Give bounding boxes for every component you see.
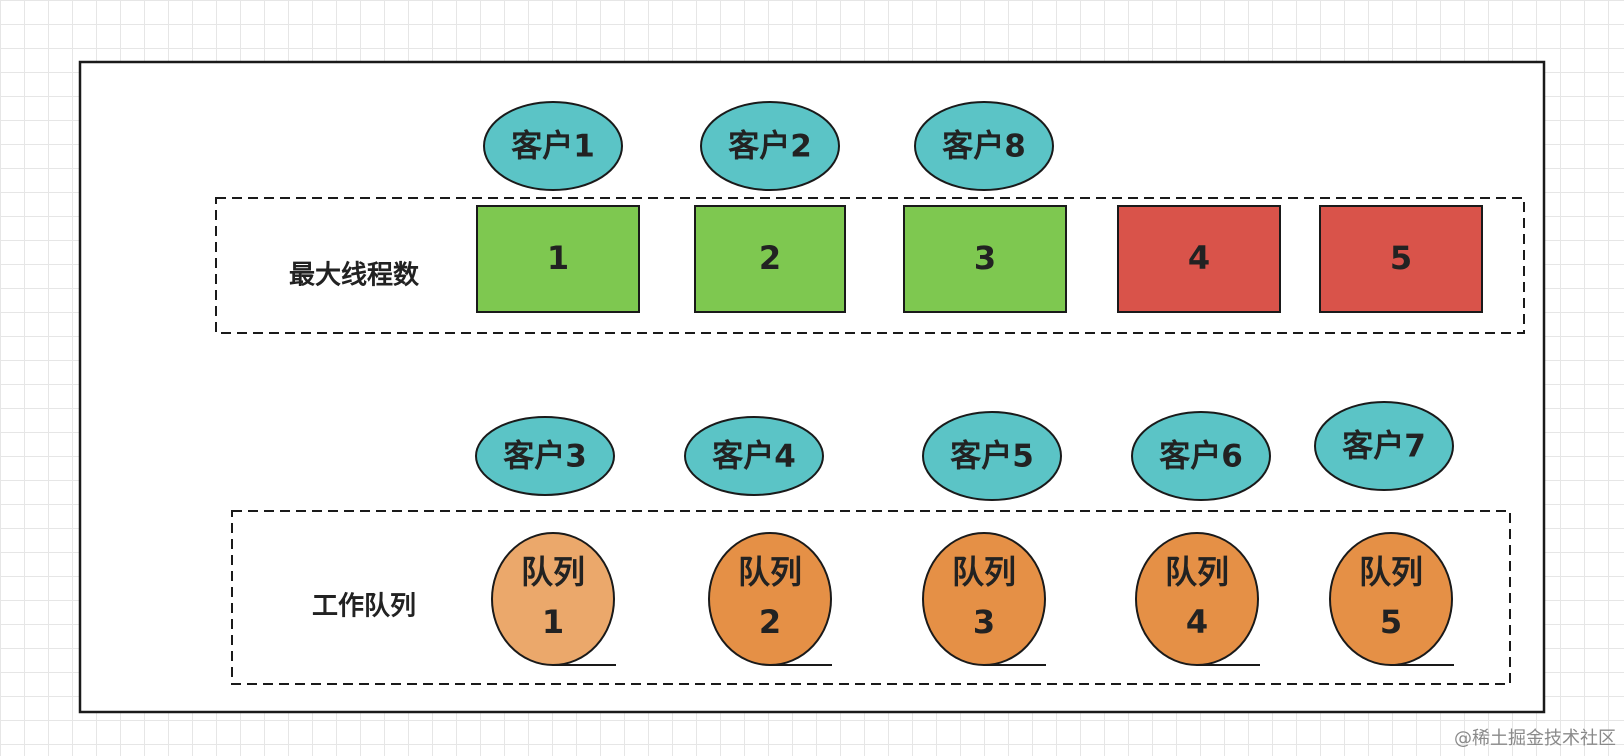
customer-label: 客户1 bbox=[511, 129, 595, 165]
customer-label: 客户2 bbox=[728, 129, 812, 165]
thread-2: 2 bbox=[694, 205, 846, 313]
customer-queue-3: 客户5 bbox=[922, 411, 1062, 501]
thread-box bbox=[903, 205, 1067, 313]
thread-pool-box bbox=[215, 197, 1525, 334]
thread-5: 5 bbox=[1319, 205, 1483, 313]
thread-pool-group: 最大线程数 1 2 3 4 5 bbox=[215, 197, 1525, 334]
queue-label-top: 队列 bbox=[738, 553, 802, 591]
customer-queue-1: 客户3 bbox=[475, 416, 615, 496]
thread-box bbox=[1117, 205, 1281, 313]
thread-pool-label: 最大线程数 bbox=[289, 261, 420, 291]
customer-thread-1: 客户1 bbox=[483, 101, 623, 191]
customer-label: 客户5 bbox=[950, 439, 1034, 475]
customer-label: 客户4 bbox=[712, 439, 796, 475]
customer-ellipse bbox=[1131, 411, 1271, 501]
queue-2: 队列 2 bbox=[708, 532, 832, 666]
customer-queue-5: 客户7 bbox=[1314, 401, 1454, 491]
queue-label-top: 队列 bbox=[952, 553, 1016, 591]
customer-ellipse bbox=[1314, 401, 1454, 491]
thread-1: 1 bbox=[476, 205, 640, 313]
thread-number: 1 bbox=[547, 239, 569, 277]
queue-label-number: 2 bbox=[759, 603, 781, 641]
queue-label-top: 队列 bbox=[521, 553, 585, 591]
customer-queue-2: 客户4 bbox=[684, 416, 824, 496]
work-queue-group: 工作队列 队列 1 队列 2 队列 3 队列 4 队列 bbox=[231, 510, 1511, 685]
watermark: @稀土掘金技术社区 bbox=[1454, 728, 1616, 749]
customer-label: 客户7 bbox=[1342, 429, 1426, 465]
queue-label-top: 队列 bbox=[1359, 553, 1423, 591]
customer-ellipse bbox=[684, 416, 824, 496]
customer-ellipse bbox=[700, 101, 840, 191]
thread-number: 5 bbox=[1390, 239, 1412, 277]
work-queue-box bbox=[231, 510, 1511, 685]
customer-queue-4: 客户6 bbox=[1131, 411, 1271, 501]
queue-label-top: 队列 bbox=[1165, 553, 1229, 591]
thread-3: 3 bbox=[903, 205, 1067, 313]
queue-1: 队列 1 bbox=[491, 532, 616, 666]
customer-thread-2: 客户2 bbox=[700, 101, 840, 191]
thread-4: 4 bbox=[1117, 205, 1281, 313]
thread-box bbox=[694, 205, 846, 313]
thread-box bbox=[476, 205, 640, 313]
customer-label: 客户3 bbox=[503, 439, 587, 475]
customer-label: 客户6 bbox=[1159, 439, 1243, 475]
queue-5: 队列 5 bbox=[1329, 532, 1454, 666]
queue-3: 队列 3 bbox=[922, 532, 1046, 666]
thread-number: 4 bbox=[1188, 239, 1210, 277]
customer-ellipse bbox=[475, 416, 615, 496]
customer-label: 客户8 bbox=[942, 129, 1026, 165]
queue-label-number: 5 bbox=[1380, 603, 1402, 641]
queue-label-number: 3 bbox=[973, 603, 995, 641]
queue-label-number: 1 bbox=[542, 603, 564, 641]
queue-label-number: 4 bbox=[1186, 603, 1208, 641]
customer-thread-3: 客户8 bbox=[914, 101, 1054, 191]
queue-4: 队列 4 bbox=[1135, 532, 1260, 666]
thread-number: 2 bbox=[759, 239, 781, 277]
customer-ellipse bbox=[914, 101, 1054, 191]
customer-ellipse bbox=[922, 411, 1062, 501]
work-queue-label: 工作队列 bbox=[312, 592, 416, 622]
thread-box bbox=[1319, 205, 1483, 313]
customer-ellipse bbox=[483, 101, 623, 191]
thread-number: 3 bbox=[974, 239, 996, 277]
